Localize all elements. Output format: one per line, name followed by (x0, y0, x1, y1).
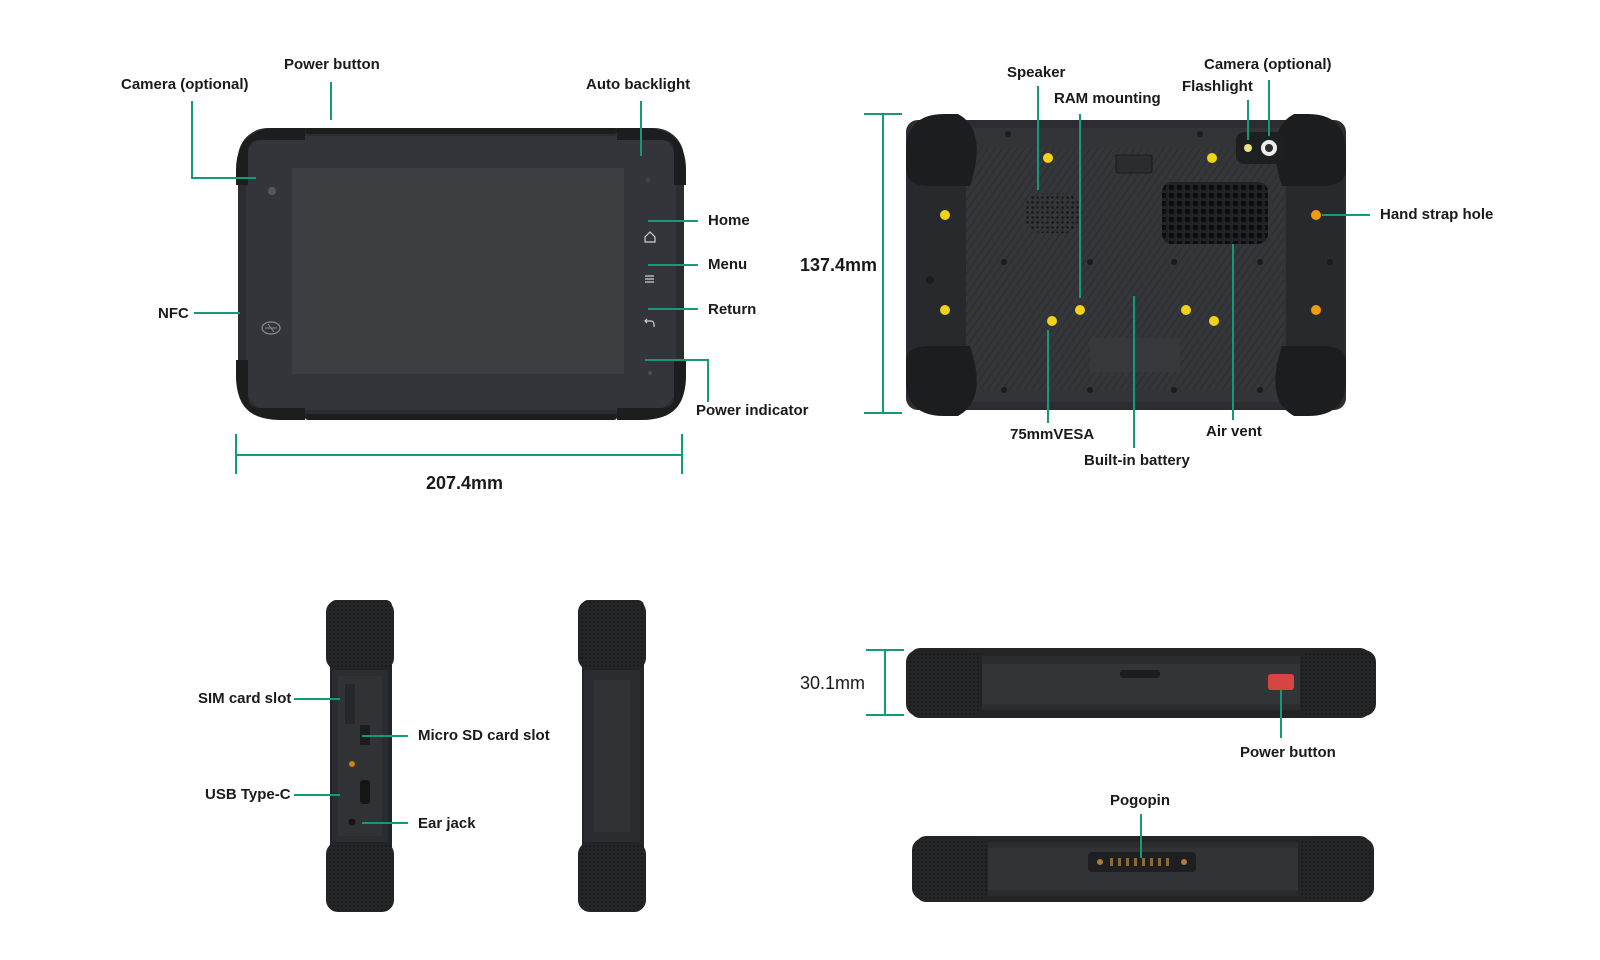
side-right-bumper-top (578, 600, 646, 670)
label-front-camera: Camera (optional) (121, 76, 249, 93)
front-leader-lines (191, 82, 709, 402)
back-bumper-bl (906, 346, 977, 416)
speaker-grille (1024, 193, 1082, 233)
label-ear-jack: Ear jack (418, 815, 476, 832)
back-bumper-tl (906, 114, 977, 186)
label-sim-card-slot: SIM card slot (198, 690, 292, 707)
bottom-view (912, 836, 1374, 902)
hand-strap-holes (1311, 210, 1321, 315)
dimension-width: 207.4mm (426, 473, 504, 493)
label-vesa: 75mmVESA (1010, 426, 1095, 443)
nfc-icon (261, 321, 281, 335)
front-bumper-tl (236, 128, 305, 185)
front-bumper-bl (236, 360, 305, 420)
front-screen (292, 168, 624, 374)
flashlight-led (1244, 144, 1252, 152)
label-front-power-button: Power button (284, 56, 380, 73)
bottom-bumper-right (1298, 838, 1374, 900)
back-bumper-tr (1275, 114, 1346, 186)
dimension-height: 137.4mm (800, 255, 878, 275)
label-air-vent: Air vent (1206, 423, 1262, 440)
label-built-in-battery: Built-in battery (1084, 452, 1190, 469)
label-micro-sd-slot: Micro SD card slot (418, 727, 550, 744)
front-view (236, 128, 686, 420)
label-top-power-button: Power button (1240, 744, 1336, 761)
label-menu: Menu (708, 256, 748, 273)
ram-mounting-screws (940, 153, 1219, 326)
ear-jack (348, 818, 356, 826)
back-rail-left (908, 178, 966, 354)
label-nfc: NFC (158, 305, 189, 322)
back-view (906, 114, 1346, 416)
dimension-thickness: 30.1mm (800, 673, 866, 693)
side-view-right (578, 600, 646, 912)
side-view-left (326, 600, 394, 912)
width-dimension-line (235, 434, 683, 474)
label-pogopin: Pogopin (1110, 792, 1170, 809)
menu-icon (645, 275, 654, 283)
label-speaker: Speaker (1007, 64, 1066, 81)
thickness-dimension-line (866, 649, 904, 716)
back-bumper-br (1275, 346, 1346, 416)
top-view (906, 648, 1376, 718)
top-bumper-left (906, 650, 982, 716)
label-ram-mounting: RAM mounting (1054, 90, 1161, 107)
air-vent (1162, 182, 1268, 244)
label-power-indicator: Power indicator (696, 402, 809, 419)
label-return: Return (708, 301, 757, 318)
front-bumper-br (617, 360, 686, 420)
label-flashlight: Flashlight (1182, 78, 1253, 95)
back-rail-right (1286, 178, 1344, 354)
side-right-bumper-bottom (578, 842, 646, 912)
top-power-button (1268, 674, 1294, 690)
bottom-bumper-left (912, 838, 988, 900)
top-bumper-right (1300, 650, 1376, 716)
label-auto-backlight: Auto backlight (586, 76, 691, 93)
power-indicator-led (648, 371, 652, 375)
label-usb-type-c: USB Type-C (205, 786, 291, 803)
front-camera-lens (268, 187, 276, 195)
side-left-bumper-top (326, 600, 394, 670)
front-bumper-tr (617, 128, 686, 185)
return-icon (644, 318, 655, 327)
side-left-leader-lines (294, 698, 408, 824)
label-back-camera: Camera (optional) (1204, 56, 1332, 73)
side-left-bumper-bottom (326, 842, 394, 912)
label-home: Home (708, 212, 750, 229)
height-dimension-line (864, 113, 902, 414)
sim-card-slot (345, 684, 355, 724)
back-leader-lines (1037, 80, 1370, 448)
usb-c-port (360, 780, 370, 804)
home-icon (644, 231, 656, 243)
label-hand-strap-hole: Hand strap hole (1380, 206, 1494, 223)
